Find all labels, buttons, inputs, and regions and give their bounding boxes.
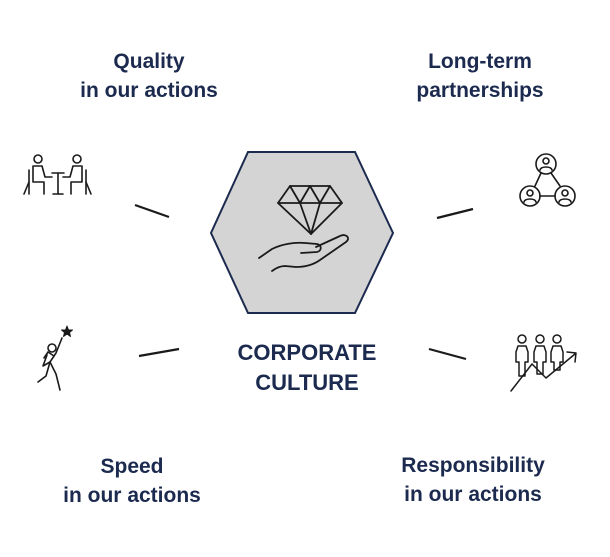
center-label: CORPORATE CULTURE [238,338,377,398]
center-hexagon [209,151,395,314]
center-label-line1: CORPORATE [237,340,377,365]
connector-speed [138,347,180,358]
team-growth-arrow-icon [510,334,577,392]
label-speed-line1: Speed [100,455,164,478]
meeting-table-icon [23,154,92,195]
center-label-line2: CULTURE [255,370,359,395]
label-responsibility-line2: in our actions [404,483,542,506]
label-quality-line1: Quality [113,50,185,73]
connector-partnerships [436,207,474,220]
label-partnerships-line1: Long-term [428,50,532,73]
connector-responsibility [428,347,467,361]
diamond-on-hand-icon [258,185,349,272]
label-speed-line2: in our actions [63,484,201,507]
label-partnerships: Long-term partnerships [416,47,543,105]
connector-quality [134,203,170,219]
person-reaching-star-icon [37,325,73,391]
label-speed: Speed in our actions [63,452,201,510]
label-quality: Quality in our actions [80,47,218,105]
network-people-icon [519,153,576,207]
label-responsibility-line1: Responsibility [401,454,545,477]
label-partnerships-line2: partnerships [416,79,544,102]
label-quality-line2: in our actions [80,79,218,102]
label-responsibility: Responsibility in our actions [401,451,545,509]
